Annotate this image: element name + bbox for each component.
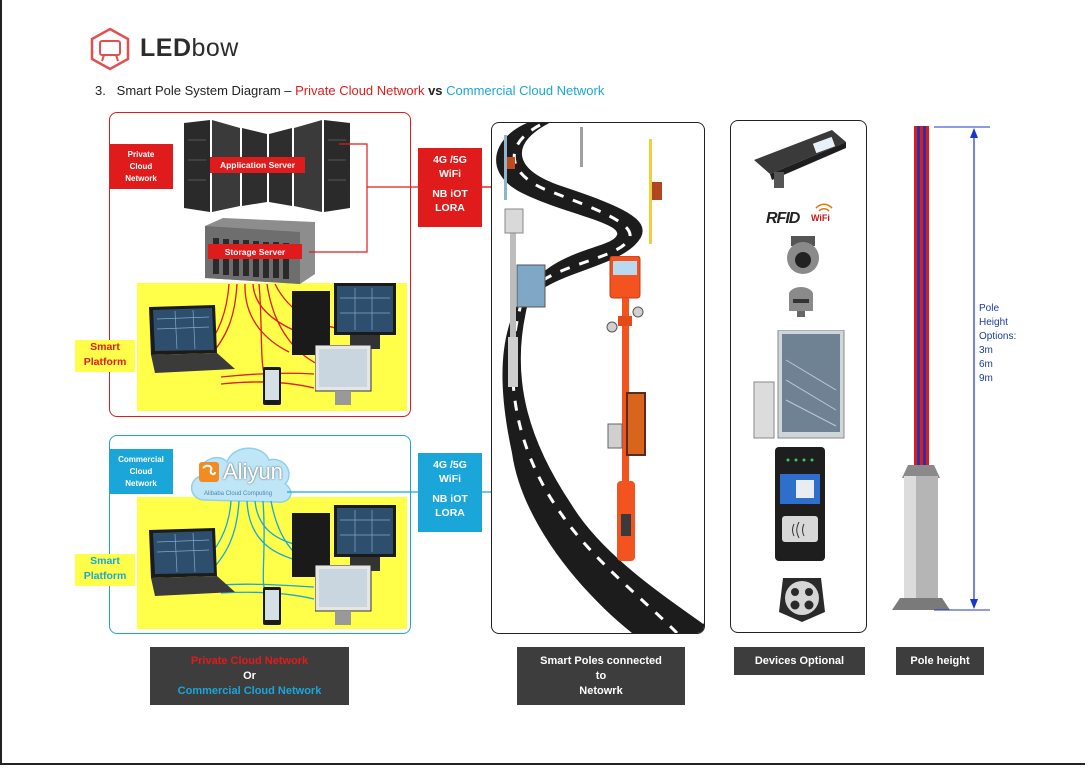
display-screen-icon bbox=[753, 330, 845, 439]
pole-icon bbox=[892, 126, 990, 611]
cloud-provider-name: Aliyun bbox=[223, 459, 283, 484]
wifi-label: WiFi bbox=[811, 213, 830, 223]
caption-cloud-network: Private Cloud Network Or Commercial Clou… bbox=[150, 647, 349, 705]
smart-pole-icon-group bbox=[504, 127, 662, 387]
brand-name: LEDbow bbox=[140, 34, 239, 62]
smart-pole-main bbox=[606, 256, 646, 561]
caption-pole-height: Pole height bbox=[896, 647, 984, 675]
cloud-icon bbox=[191, 447, 292, 503]
private-network-box: 4G /5G WiFi NB iOT LORA bbox=[418, 148, 482, 227]
laptop-icon-commercial bbox=[149, 528, 235, 596]
commercial-network-box: 4G /5G WiFi NB iOT LORA bbox=[418, 453, 482, 532]
desktop-icon-commercial-secondary bbox=[315, 565, 372, 625]
desktop-icon bbox=[292, 283, 396, 355]
ev-charger-icon bbox=[779, 578, 825, 622]
caption-devices-optional: Devices Optional bbox=[734, 647, 865, 675]
tablet-icon bbox=[263, 367, 281, 405]
rfid-label: RFID bbox=[766, 210, 800, 227]
cloud-provider-subtitle: Alibaba Cloud Computing bbox=[204, 491, 273, 497]
logo-icon bbox=[90, 27, 130, 71]
caption-smart-poles: Smart Poles connected to Netowrk bbox=[517, 647, 685, 705]
application-server-label: Application Server bbox=[210, 157, 305, 173]
desktop-icon-secondary bbox=[315, 345, 372, 405]
card-reader-icon bbox=[775, 447, 825, 561]
laptop-icon bbox=[149, 305, 235, 373]
page-heading: 3. Smart Pole System Diagram – Private C… bbox=[95, 83, 605, 98]
storage-server-label: Storage Server bbox=[208, 244, 302, 259]
private-cloud-panel bbox=[109, 112, 411, 417]
road-icon bbox=[496, 123, 704, 633]
cctv-dome-icon bbox=[787, 236, 819, 274]
tablet-icon-commercial bbox=[263, 587, 281, 625]
wifi-icon bbox=[815, 203, 833, 212]
street-light-icon bbox=[754, 130, 846, 188]
commercial-cloud-panel bbox=[109, 435, 411, 634]
cctv-bullet-icon bbox=[789, 287, 813, 317]
